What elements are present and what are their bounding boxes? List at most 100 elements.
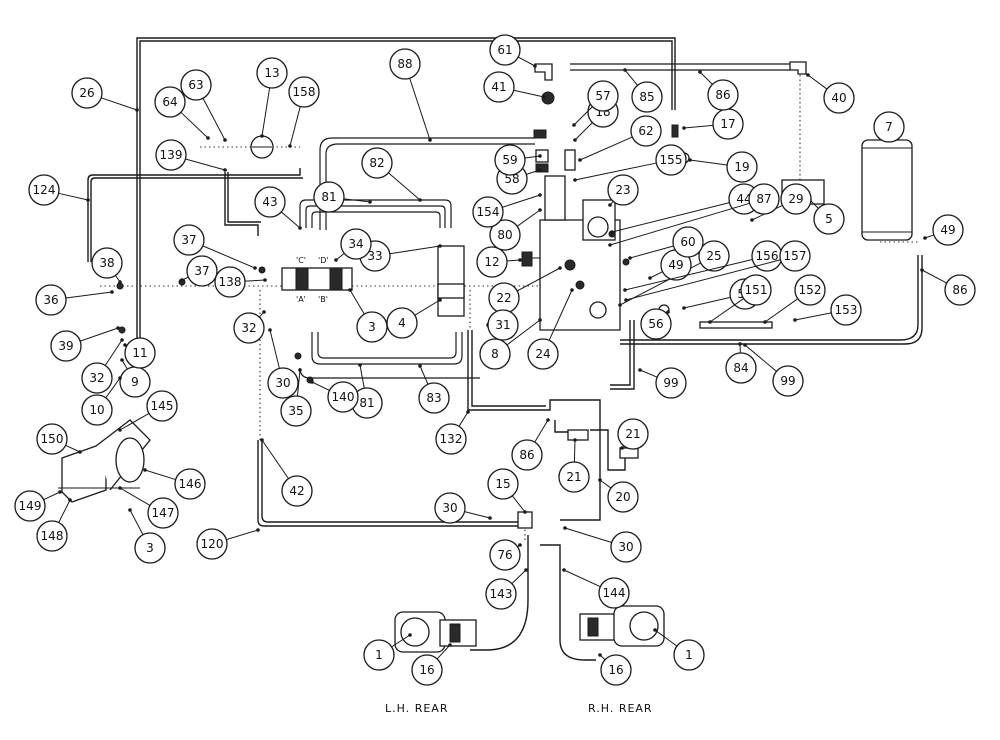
callout-leader-tip (180, 278, 184, 282)
callout-bubble (327, 381, 359, 413)
callout-number: 20 (615, 490, 630, 504)
callout-120: 120 (196, 528, 260, 560)
callout-bubble (174, 468, 206, 500)
callout-leader-line (105, 377, 121, 399)
callout-leader-tip (598, 653, 602, 657)
callout-148: 148 (36, 498, 72, 552)
callout-138: 138 (214, 266, 267, 298)
callout-leader-line (129, 509, 144, 535)
callout-leader-tip (223, 168, 227, 172)
callout-13: 13 (256, 57, 288, 138)
callout-leader-tip (116, 326, 120, 330)
callout-leader-tip (268, 328, 272, 332)
callout-leader-tip (518, 543, 522, 547)
callout-number: 153 (835, 303, 858, 317)
callout-32: 32 (81, 338, 124, 394)
callout-33: 33 (359, 240, 442, 272)
callout-leader-tip (573, 178, 577, 182)
callout-leader-tip (334, 258, 338, 262)
callout-bubble (267, 367, 299, 399)
callout-bubble (81, 394, 113, 426)
callout-26: 26 (71, 77, 139, 112)
callout-number: 15 (495, 477, 510, 491)
callout-bubble (823, 82, 855, 114)
callout-leader-tip (542, 95, 546, 99)
callout-number: 21 (625, 427, 640, 441)
callout-number: 86 (519, 448, 534, 462)
callout-number: 158 (293, 85, 316, 99)
callout-leader-tip (653, 628, 657, 632)
callout-bubble (154, 86, 186, 118)
callout-12: 12 (476, 246, 522, 278)
callout-bubble (725, 352, 757, 384)
callout-number: 7 (885, 120, 893, 134)
callout-leader-line (180, 111, 209, 139)
callout-number: 148 (41, 529, 64, 543)
components: 'C' 'D' 'A' 'B' (58, 61, 913, 653)
callout-number: 144 (603, 586, 626, 600)
callout-bubble (630, 115, 662, 147)
callout-leader-tip (573, 138, 577, 142)
callout-leader-tip (682, 306, 686, 310)
callout-124: 124 (28, 174, 90, 206)
callout-leader-tip (118, 486, 122, 490)
callout-number: 83 (426, 391, 441, 405)
callout-leader-tip (310, 380, 314, 384)
callout-leader-tip (763, 320, 767, 324)
callout-37: 37 (173, 224, 257, 270)
callout-leader-line (202, 245, 256, 269)
callout-number: 61 (497, 43, 512, 57)
callout-number: 24 (535, 347, 550, 361)
callout-bubble (281, 475, 313, 507)
callout-bubble (494, 144, 526, 176)
callout-leader-tip (118, 280, 122, 284)
callout-bubble (418, 382, 450, 414)
callout-leader-line (699, 71, 713, 85)
callout-88: 88 (389, 48, 432, 142)
callout-leader-line (391, 634, 411, 648)
callout-leader-line (563, 569, 601, 588)
callout-bubble (180, 69, 212, 101)
callout-bubble (485, 578, 517, 610)
callout-11: 11 (123, 337, 156, 369)
callout-82: 82 (361, 147, 422, 202)
callout-number: 37 (181, 233, 196, 247)
callout-leader-line (202, 98, 226, 141)
callout-leader-tip (298, 368, 302, 372)
callout-leader-line (524, 155, 541, 159)
callout-bubble (214, 266, 246, 298)
callout-leader-tip (563, 526, 567, 530)
callout-leader-line (104, 339, 123, 366)
callout-leader-line (639, 369, 658, 378)
callout-number: 139 (160, 148, 183, 162)
callout-number: 4 (398, 316, 406, 330)
callout-leader-line (65, 291, 113, 299)
callout-leader-tip (448, 643, 452, 647)
callout-bubble (631, 81, 663, 113)
callout-number: 156 (756, 249, 779, 263)
callout-leader-line (409, 78, 431, 141)
callout-number: 99 (780, 374, 795, 388)
callout-number: 5 (825, 212, 833, 226)
callout-leader-tip (738, 342, 742, 346)
callout-bubble (813, 203, 845, 235)
callout-bubble (558, 461, 590, 493)
callout-8: 8 (479, 318, 542, 370)
callout-leader-line (419, 365, 429, 385)
callout-40: 40 (806, 73, 855, 114)
callout-leader-tip (623, 288, 627, 292)
callout-leader-line (513, 89, 545, 98)
callout-leader-tip (428, 138, 432, 142)
callout-151: 151 (708, 274, 772, 324)
callout-bubble (340, 228, 372, 260)
callout-number: 155 (660, 153, 683, 167)
callout-158: 158 (288, 76, 320, 148)
callout-leader-line (43, 491, 61, 501)
callout-bubble (91, 247, 123, 279)
callout-leader-tip (256, 528, 260, 532)
callout-56: 56 (640, 308, 672, 340)
callout-number: 17 (720, 117, 735, 131)
callout-number: 149 (19, 499, 42, 513)
callout-bubble (772, 365, 804, 397)
callout-bubble (655, 144, 687, 176)
